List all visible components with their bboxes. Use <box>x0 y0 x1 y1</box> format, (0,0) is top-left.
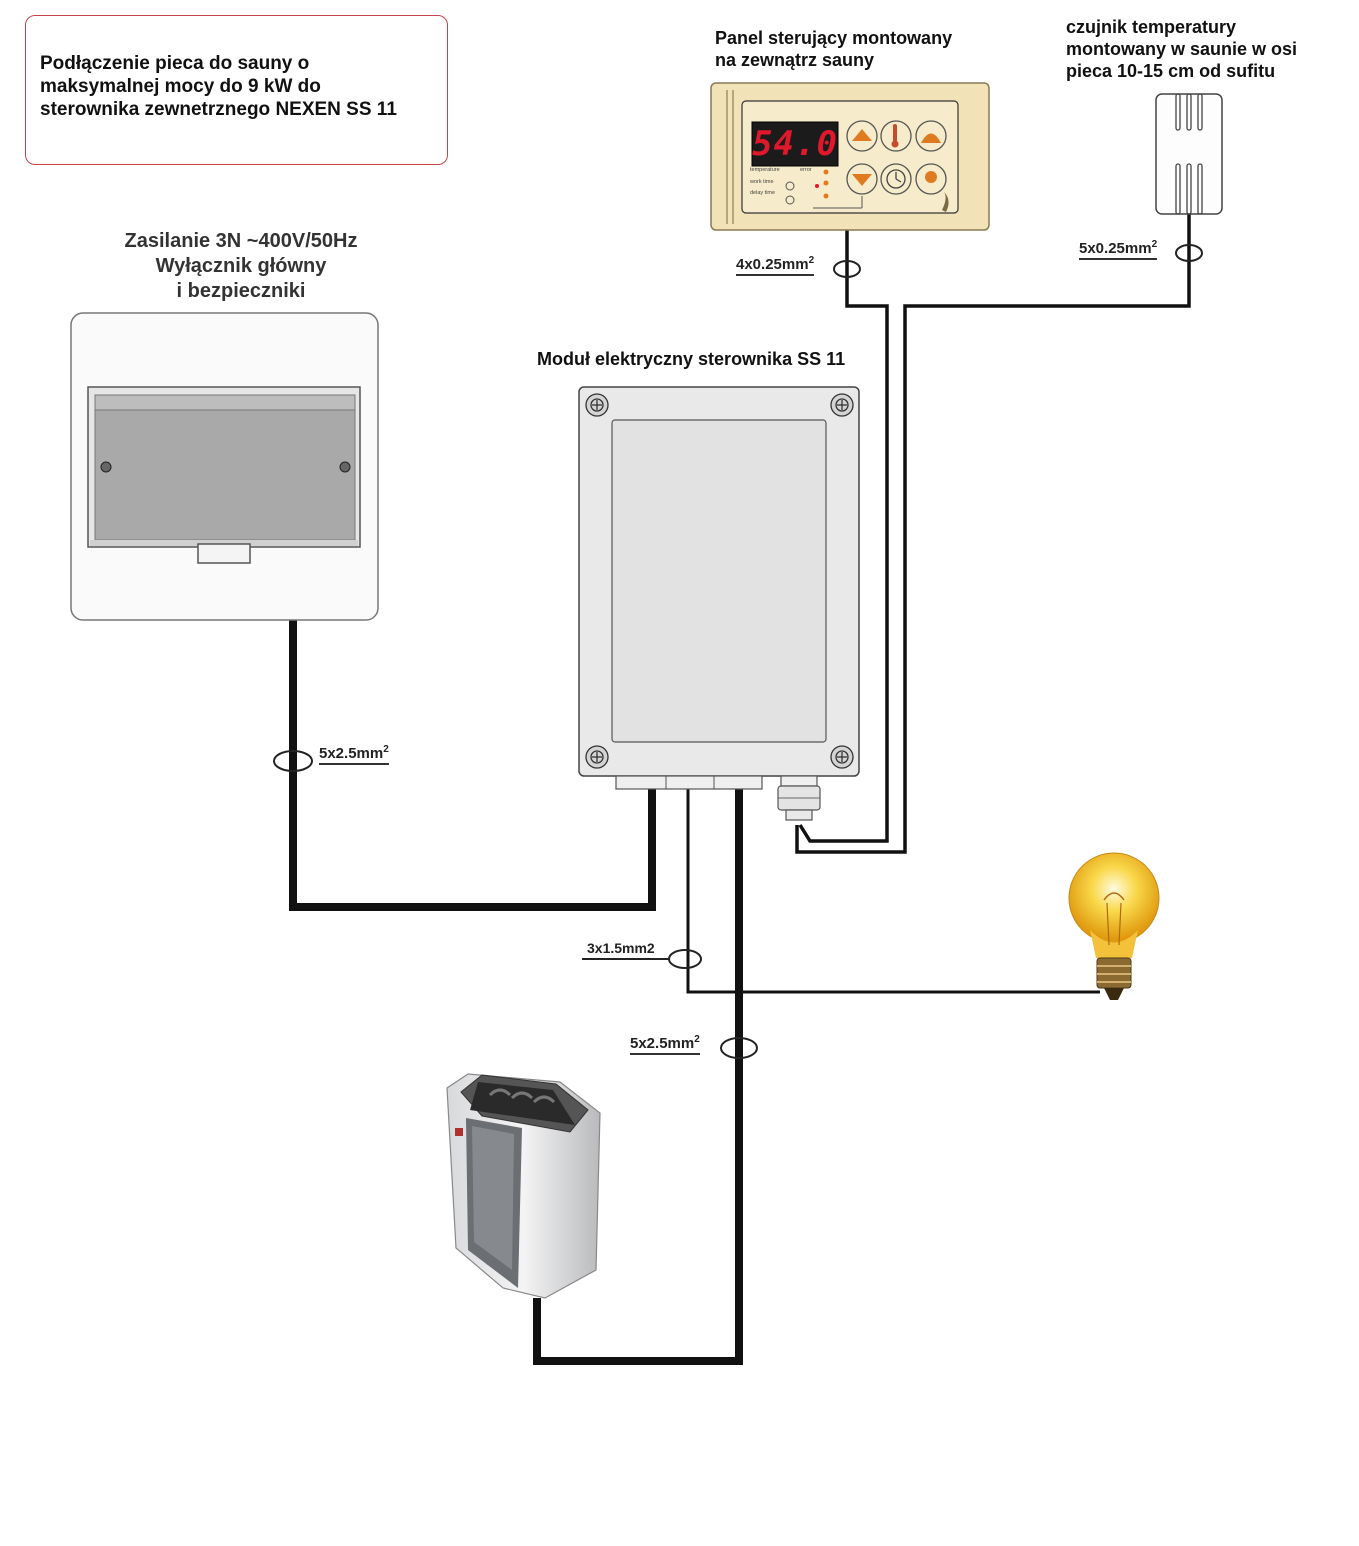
cable-label-panel-sup: 2 <box>808 255 815 266</box>
cable-label-supply-sup: 2 <box>383 744 389 755</box>
distribution-box <box>70 312 379 621</box>
temp-sensor-line-3: pieca 10-15 cm od sufitu <box>1066 61 1276 81</box>
power-supply-line-1: Zasilanie 3N ~400V/50Hz <box>124 230 358 252</box>
temp-sensor-line-2: montowany w saunie w osi <box>1066 39 1298 59</box>
power-supply-line-2: Wyłącznik główny <box>155 255 327 277</box>
temperature-sensor-device <box>1155 93 1223 215</box>
panel-display: 54.0 <box>752 122 838 166</box>
panel-label-delay-time: delay time <box>750 190 776 196</box>
control-panel-label: Panel sterujący montowany na zewnątrz sa… <box>715 27 952 71</box>
title-line-1: Podłączenie pieca do sauny o <box>40 53 310 74</box>
panel-display-value: 54.0 <box>752 124 838 164</box>
panel-small-labels: temperature work time delay time <box>750 167 780 197</box>
cable-supply <box>289 620 656 911</box>
cable-sensor <box>795 214 1191 854</box>
control-panel-line-2: na zewnątrz sauny <box>715 50 875 70</box>
control-panel-line-1: Panel sterujący montowany <box>715 28 953 48</box>
cable-label-heater-sup: 2 <box>694 1034 700 1045</box>
title-line-2: maksymalnej mocy do 9 kW do <box>40 76 321 97</box>
cable-marker-sensor <box>1175 244 1203 262</box>
panel-label-error: error <box>800 167 812 173</box>
cable-label-sensor-sup: 2 <box>1151 239 1158 250</box>
title-box: Podłączenie pieca do sauny o maksymalnej… <box>25 15 448 165</box>
cable-label-light-text: 3x1.5mm2 <box>587 940 655 956</box>
sauna-heater <box>446 1073 601 1299</box>
cable-light <box>686 786 1100 994</box>
cable-label-sensor: 5x0.25mm2 <box>1079 236 1158 260</box>
module-label: Moduł elektryczny sterownika SS 11 <box>537 349 846 369</box>
panel-label-temperature: temperature <box>750 167 780 173</box>
cable-label-panel: 4x0.25mm2 <box>736 252 815 276</box>
electrical-module-device <box>578 386 860 821</box>
cable-label-panel-text: 4x0.25mm <box>736 256 809 273</box>
title-line-3: sterownika zewnetrznego NEXEN SS 11 <box>40 99 397 120</box>
cable-label-heater-text: 5x2.5mm <box>630 1035 695 1052</box>
panel-label-work-time: work time <box>750 178 774 185</box>
cable-marker-supply <box>273 750 313 772</box>
cable-marker-heater <box>720 1037 758 1059</box>
cable-marker-panel <box>833 260 861 278</box>
power-supply-label: Zasilanie 3N ~400V/50Hz Wyłącznik główny… <box>60 229 422 304</box>
control-panel-device <box>710 82 990 231</box>
light-bulb <box>1068 852 1160 1000</box>
power-supply-line-3: i bezpieczniki <box>176 280 306 302</box>
cable-label-supply-text: 5x2.5mm <box>319 745 384 762</box>
cable-heater <box>533 786 743 1365</box>
cable-label-light: 3x1.5mm2 <box>587 940 655 958</box>
temp-sensor-label: czujnik temperatury montowany w saunie w… <box>1066 16 1297 82</box>
cable-label-heater: 5x2.5mm2 <box>630 1031 700 1055</box>
temp-sensor-line-1: czujnik temperatury <box>1066 17 1237 37</box>
cable-marker-light <box>668 949 702 969</box>
cable-panel <box>798 230 889 843</box>
cable-label-supply: 5x2.5mm2 <box>319 741 389 765</box>
cable-label-sensor-text: 5x0.25mm <box>1079 240 1152 257</box>
